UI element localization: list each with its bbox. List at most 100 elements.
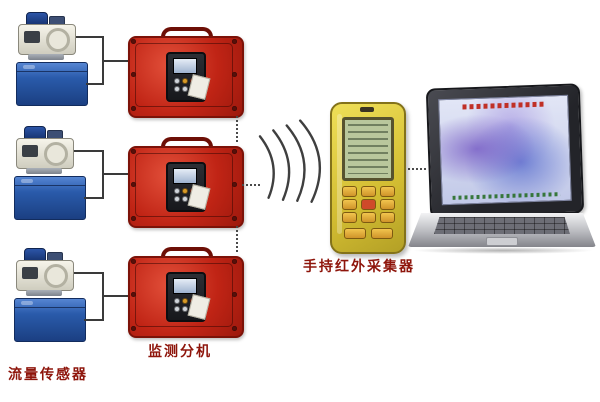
laptop-base [408,213,596,247]
dotted-link-handheld-laptop [404,168,426,170]
keypad-button [342,212,357,223]
screen-footer-text [452,192,561,200]
laptop-keyboard [434,217,570,234]
transmitter-display [24,31,40,43]
case-screw [131,106,136,111]
case-screw [131,149,136,154]
signal-arc [285,124,306,202]
case-screw [232,259,237,264]
transmitter-base [26,168,62,174]
case-screw [131,292,136,297]
connector-line [74,272,102,274]
connector-line [102,295,128,297]
keypad-button [371,228,393,239]
keypad-button [344,228,366,239]
monitor-case [128,27,244,118]
flow-transmitter [18,12,76,60]
wireless-signal-arcs [258,119,322,203]
transmitter-display [22,267,38,279]
case-screw [131,326,136,331]
monitor-case [128,247,244,338]
case-screw [131,72,136,77]
keypad-button [342,199,357,210]
connector-line [84,319,102,321]
keypad-button [380,186,395,197]
connector-line [76,36,102,38]
infrared-window [360,107,374,112]
junction-box-glare [21,301,33,305]
case-screw [232,39,237,44]
screen-title-text [462,101,545,110]
label-flow-sensor: 流量传感器 [8,366,88,382]
junction-box-lid [15,307,85,308]
junction-box-glare [23,65,35,69]
transmitter-display [22,145,38,157]
junction-box [16,62,88,106]
panel-button [174,196,180,202]
case-screw [232,216,237,221]
panel-button [174,298,180,304]
laptop [408,83,596,256]
connector-line [102,60,128,62]
keypad-button [361,199,376,210]
case-screw [131,216,136,221]
connector-line [84,197,102,199]
panel-button [182,306,188,312]
panel-button [174,78,180,84]
lcd-text-lines [348,124,388,174]
flow-transmitter [16,126,74,174]
signal-arc [272,129,291,201]
case-screw [232,292,237,297]
panel-button [182,298,188,304]
transmitter-base [26,290,62,296]
handheld-collector [330,102,406,254]
dotted-link-case2-case3 [236,226,238,252]
monitor-case [128,137,244,228]
case-screw [232,72,237,77]
keypad-button [380,199,395,210]
keypad-button [361,186,376,197]
connector-line [102,173,128,175]
panel-screen [173,58,197,74]
transmitter-dial [46,28,70,52]
case-screw [232,182,237,187]
dotted-link-case-wireless [242,184,260,186]
panel-button [182,86,188,92]
label-monitor-unit: 监测分机 [148,343,212,359]
panel-button [174,86,180,92]
handheld-lcd [342,117,394,181]
junction-box [14,298,86,342]
panel-screen [173,168,197,184]
case-screw [232,149,237,154]
flow-transmitter [16,248,74,296]
case-screw [131,182,136,187]
panel-button [174,188,180,194]
panel-button [182,78,188,84]
keypad-button [380,212,395,223]
junction-box-glare [21,179,33,183]
junction-box-lid [15,185,85,186]
panel-screen [173,278,197,294]
transmitter-body [18,24,76,55]
connector-line [86,83,102,85]
transmitter-base [28,54,64,60]
handheld-glare [337,114,342,234]
transmitter-body [16,260,74,291]
keypad-button [342,186,357,197]
junction-box [14,176,86,220]
signal-arc [258,135,275,199]
panel-button [174,306,180,312]
keypad-button [361,212,376,223]
junction-box-lid [17,71,87,72]
laptop-display [438,94,572,206]
laptop-shadow [412,247,594,254]
transmitter-dial [44,264,68,288]
case-screw [232,106,237,111]
laptop-screen-frame [425,83,585,219]
case-screw [131,259,136,264]
panel-button [182,196,188,202]
label-handheld-collector: 手持红外采集器 [303,258,415,274]
dotted-link-case1-case2 [236,116,238,142]
panel-button [182,188,188,194]
